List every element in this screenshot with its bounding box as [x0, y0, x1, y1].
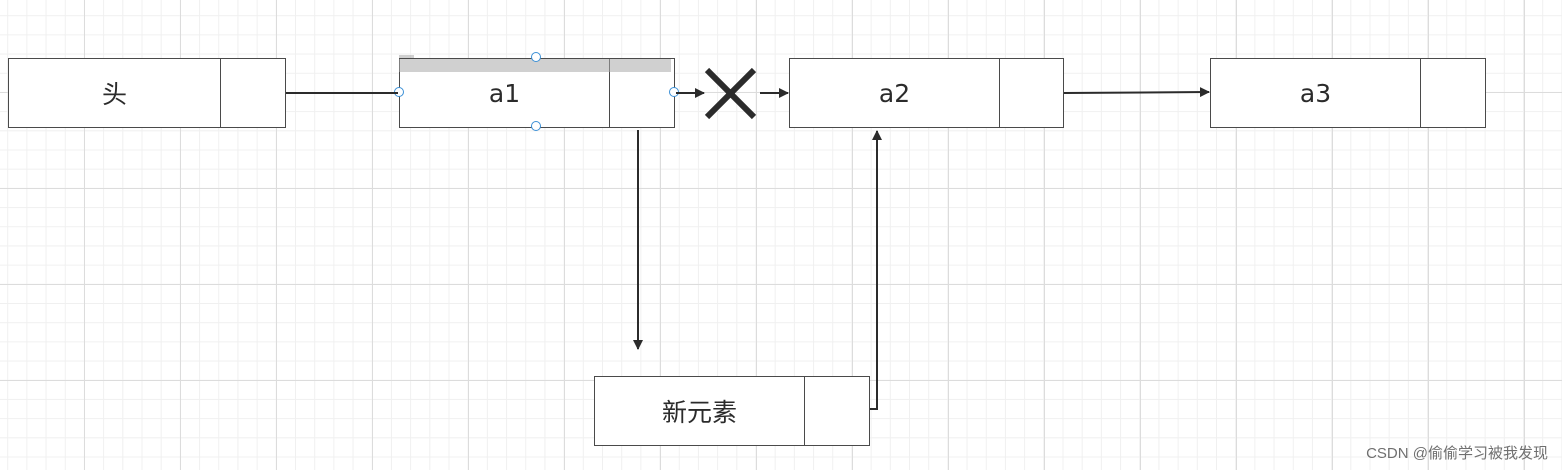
node-head-pointer — [221, 59, 285, 127]
node-a2-data: a2 — [790, 59, 1000, 127]
selection-handle-left[interactable] — [394, 87, 404, 97]
node-head-data: 头 — [9, 59, 221, 127]
edge-new-element-to-a2[interactable] — [870, 130, 882, 410]
watermark-text: CSDN @偷偷学习被我发现 — [1366, 445, 1548, 462]
node-a3-data: a3 — [1211, 59, 1421, 127]
node-new-element-data: 新元素 — [595, 377, 805, 445]
node-a2[interactable]: a2 — [789, 58, 1064, 128]
cross-icon — [704, 67, 757, 120]
edge-a2-to-a3[interactable] — [1063, 87, 1210, 98]
node-a1-data: a1 — [400, 59, 610, 127]
node-a2-pointer — [1000, 59, 1063, 127]
node-new-element[interactable]: 新元素 — [594, 376, 870, 446]
selection-shadow-top — [399, 59, 671, 72]
node-a3[interactable]: a3 — [1210, 58, 1486, 128]
selection-handle-right[interactable] — [669, 87, 679, 97]
selection-handle-top[interactable] — [531, 52, 541, 62]
selection-handle-bottom[interactable] — [531, 121, 541, 131]
node-head[interactable]: 头 — [8, 58, 286, 128]
node-new-element-pointer — [805, 377, 869, 445]
node-a3-pointer — [1421, 59, 1485, 127]
